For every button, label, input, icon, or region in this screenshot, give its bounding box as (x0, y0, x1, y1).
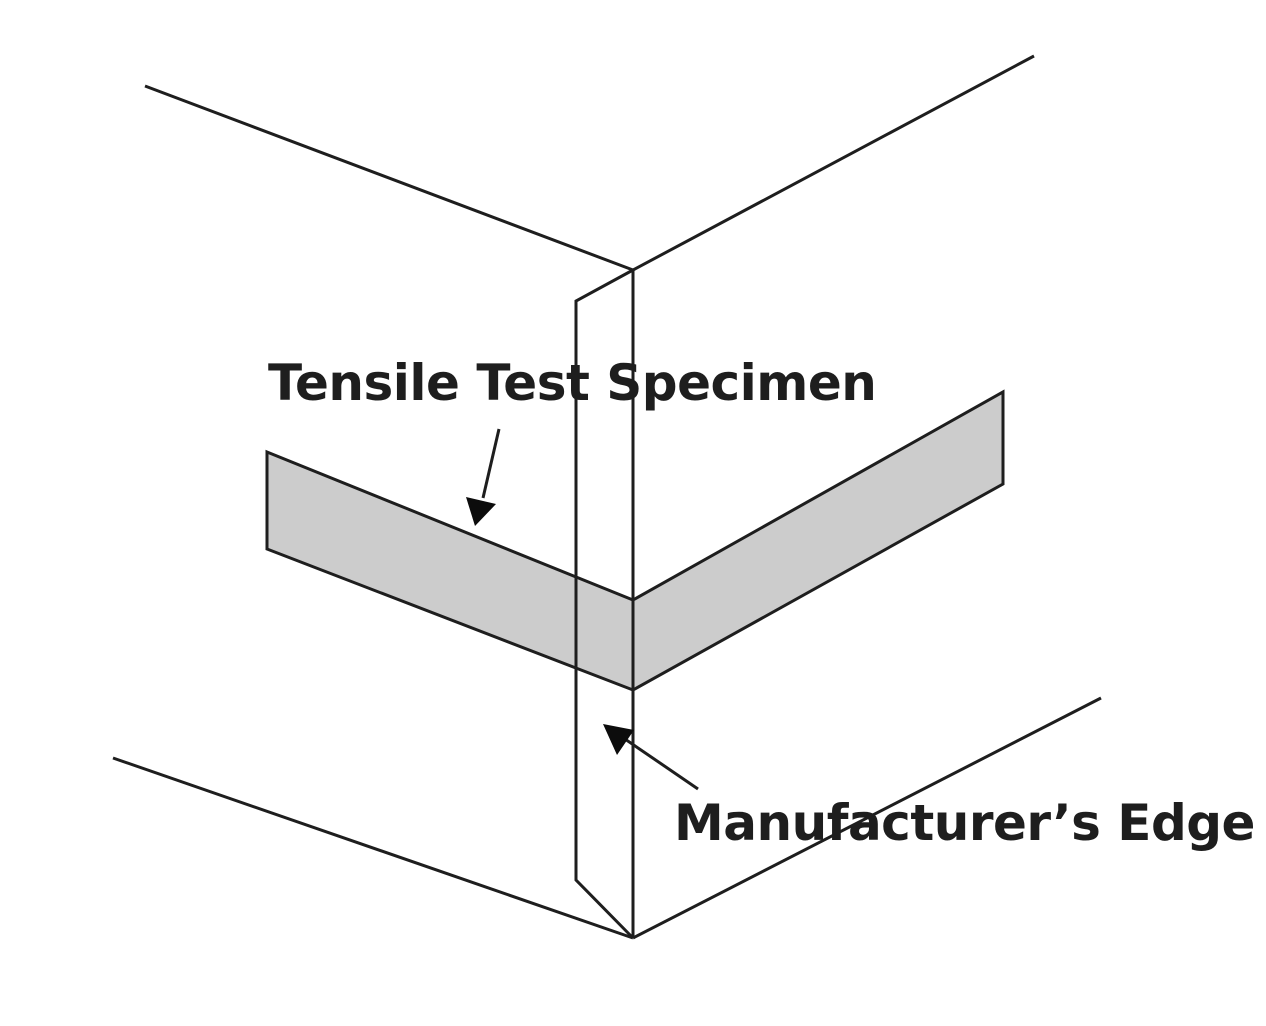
edge-arrow-shaft (621, 735, 699, 791)
specimen-arrow-shaft (481, 428, 501, 499)
specimen-label: Tensile Test Specimen (268, 354, 876, 412)
edge-arrow-head (603, 724, 634, 755)
top-left-panel-edge (144, 84, 634, 272)
bottom-right-panel-edge (632, 696, 1102, 940)
specimen-left-band (265, 449, 635, 693)
manufacturers-edge-flap (574, 268, 635, 940)
specimen-arrow-head (466, 497, 496, 526)
specimen-right-band (631, 389, 1005, 693)
bottom-left-panel-edge (112, 756, 634, 940)
edge-label: Manufacturer’s Edge (674, 794, 1255, 852)
top-right-panel-edge (632, 54, 1035, 272)
